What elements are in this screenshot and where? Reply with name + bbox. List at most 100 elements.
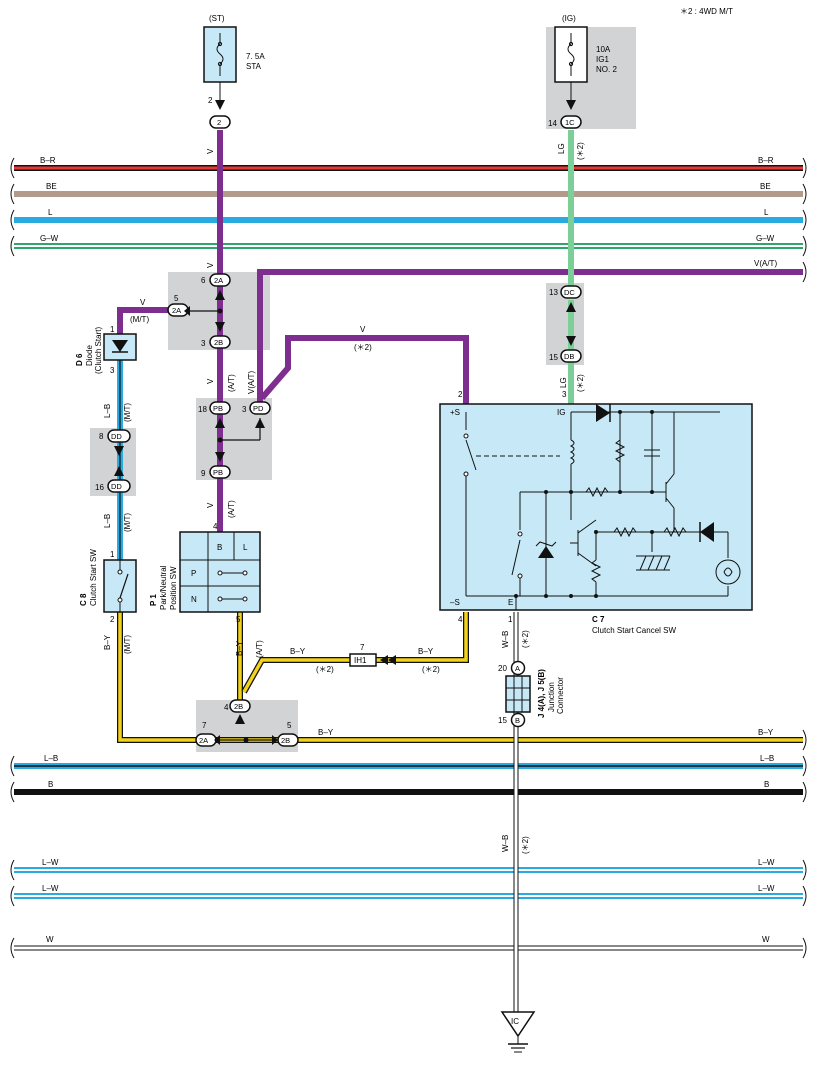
label-connectors-cpd_3-id: PD bbox=[253, 404, 264, 413]
zener-icon bbox=[538, 546, 554, 558]
ig-fuse bbox=[554, 26, 588, 110]
label-components-c8-pin_top: 1 bbox=[110, 550, 115, 559]
ground-icon bbox=[500, 1011, 536, 1038]
st-name: STA bbox=[246, 62, 262, 71]
label-connectors-c2b_4-pin: 4 bbox=[224, 703, 229, 712]
label-connectors-c2a_6-pin: 6 bbox=[201, 276, 206, 285]
c7-cancel-switch bbox=[439, 403, 753, 611]
st-source-label: (ST) bbox=[209, 14, 225, 23]
label-components-c7-pins-ig: 3 bbox=[562, 390, 567, 399]
switch-icon bbox=[119, 573, 129, 599]
bus-gw-label-right: G–W bbox=[756, 234, 775, 243]
label-components-p1-code: P 1 bbox=[149, 594, 158, 606]
label-components-c7-terminals-s_minus: –S bbox=[450, 598, 460, 607]
bus-lw1-label-left: L–W bbox=[42, 858, 59, 867]
label-components-c7-pins-s_plus: 2 bbox=[458, 390, 463, 399]
label-wires-v: V bbox=[206, 378, 215, 384]
label-components-d6-sub: (Clutch Start) bbox=[94, 327, 103, 374]
label-connectors-cpd_3-pin: 3 bbox=[242, 405, 247, 414]
label-components-p1-pin_bottom: 5 bbox=[236, 615, 241, 624]
label-connectors-c2b_3-pin: 3 bbox=[201, 339, 206, 348]
ig-name: IG1 bbox=[596, 55, 609, 64]
label-connectors-ca_20-id: A bbox=[515, 664, 520, 673]
label-wires-at: (A/T) bbox=[227, 500, 236, 518]
bus-b-label-right: B bbox=[764, 780, 769, 789]
label-wires-lg: LG bbox=[557, 143, 566, 154]
bus-lw1-label-right: L–W bbox=[758, 858, 775, 867]
label-connectors-c2a_5-pin: 5 bbox=[174, 294, 179, 303]
label-wires-star2: (＊2) bbox=[422, 665, 440, 674]
c8-switch bbox=[103, 559, 137, 613]
ig-connector: 1C bbox=[565, 118, 575, 127]
st-rating: 7. 5A bbox=[246, 52, 265, 61]
label-wires-lg: LG bbox=[559, 377, 568, 388]
label-components-d6-name: Diode bbox=[85, 345, 94, 366]
label-connectors-c2b_5-id: 2B bbox=[281, 736, 290, 745]
label-connectors-c2a_5-id: 2A bbox=[172, 306, 181, 315]
label-connectors-cdb_15-id: DB bbox=[564, 352, 574, 361]
bus-gw-label-left: G–W bbox=[40, 234, 59, 243]
label-wires-star2: (＊2) bbox=[576, 374, 585, 392]
ig-name2: NO. 2 bbox=[596, 65, 617, 74]
bus-b-label-left: B bbox=[48, 780, 53, 789]
wire-vat-bus bbox=[257, 269, 803, 406]
label-components-c7-terminals-ig: IG bbox=[557, 408, 565, 417]
by-wires bbox=[117, 612, 803, 743]
label-connectors-cih1_7-pin: 7 bbox=[360, 643, 365, 652]
label-wires-mt: (M/T) bbox=[123, 403, 132, 422]
label-components-p1-cells-1: L bbox=[243, 543, 248, 552]
label-wires-star2: (＊2) bbox=[576, 142, 585, 160]
label-wires-star2: (＊2) bbox=[521, 836, 530, 854]
label-components-c7-terminals-e: E bbox=[508, 598, 513, 607]
fuse-icon bbox=[216, 33, 224, 76]
label-components-p1-name: Park/Neutral bbox=[159, 565, 168, 610]
label-connectors-cih1_7-id: IH1 bbox=[354, 656, 367, 665]
label-connectors-cdd_8-pin: 8 bbox=[99, 432, 104, 441]
bus-w-label-right: W bbox=[762, 935, 770, 944]
label-wires-v: V bbox=[206, 148, 215, 154]
label-wires-vat: V(A/T) bbox=[247, 371, 256, 394]
bus-br-label-left: B–R bbox=[40, 156, 56, 165]
bus-vat-label: V(A/T) bbox=[754, 259, 777, 268]
bus-l-label-left: L bbox=[48, 208, 53, 217]
label-connectors-cb_15-id: B bbox=[515, 716, 520, 725]
label-connectors-c2a_6-id: 2A bbox=[214, 276, 223, 285]
label-wires-wb: W–B bbox=[501, 631, 510, 648]
diagram-note: ＊2 : 4WD M/T bbox=[680, 7, 733, 16]
label-components-c7-name: Clutch Start Cancel SW bbox=[592, 626, 676, 635]
label-connectors-cb_15-pin: 15 bbox=[498, 716, 507, 725]
label-connectors-cdc_13-pin: 13 bbox=[549, 288, 558, 297]
label-components-p1-cells-0: B bbox=[217, 543, 222, 552]
label-wires-lb: L–B bbox=[103, 404, 112, 418]
d6-diode bbox=[103, 333, 137, 361]
label-wires-by: B–Y bbox=[418, 647, 434, 656]
label-wires-star2: (＊2) bbox=[316, 665, 334, 674]
label-components-c8-pin_bottom: 2 bbox=[110, 615, 115, 624]
label-wires-by: B–Y bbox=[103, 634, 112, 650]
j4-j5-junction-connector bbox=[505, 675, 531, 713]
bus-br-label-right: B–R bbox=[758, 156, 774, 165]
fuse-icon bbox=[567, 33, 575, 76]
label-connectors-cpb_9-pin: 9 bbox=[201, 469, 206, 478]
label-wires-v: V bbox=[206, 502, 215, 508]
label-components-c8-name: Clutch Start SW bbox=[89, 549, 98, 606]
ig-source-label: (IG) bbox=[562, 14, 576, 23]
label-connectors-ca_20-pin: 20 bbox=[498, 664, 507, 673]
label-components-d6-pin_bottom: 3 bbox=[110, 366, 115, 375]
label-wires-at: (A/T) bbox=[255, 640, 264, 658]
label-components-c7-code: C 7 bbox=[592, 615, 605, 624]
ig-rating: 10A bbox=[596, 45, 611, 54]
label-components-p1-cells-3: N bbox=[191, 595, 197, 604]
diode-icon bbox=[596, 404, 610, 422]
junction-marks bbox=[114, 290, 576, 745]
label-components-p1-pin_top: 4 bbox=[213, 522, 218, 531]
st-pin: 2 bbox=[208, 96, 213, 105]
diode-icon bbox=[112, 340, 128, 352]
label-components-j4-code: J 4(A), J 5(B) bbox=[537, 669, 546, 718]
label-connectors-cdd_8-id: DD bbox=[111, 432, 122, 441]
label-wires-by: B–Y bbox=[235, 640, 244, 656]
bus-brackets bbox=[10, 157, 807, 959]
bus-be-label-left: BE bbox=[46, 182, 57, 191]
